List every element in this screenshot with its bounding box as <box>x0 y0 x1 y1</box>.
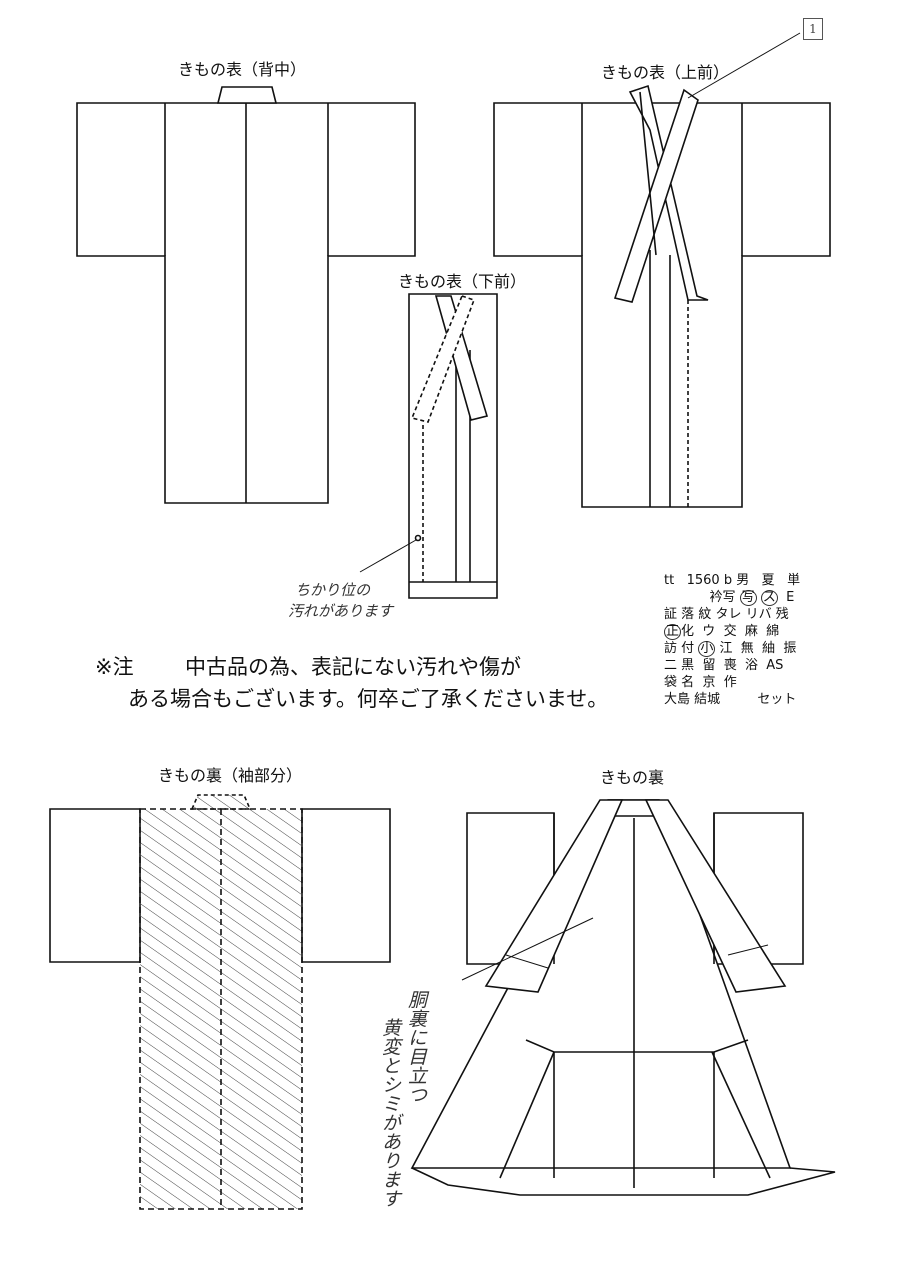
code-row-3: 証 落 紋 タレ リバ 残 <box>664 607 789 622</box>
code-row-7: 袋 名 京 作 <box>664 675 737 690</box>
stain-note-line1: ちかり位の <box>295 581 371 599</box>
code-row-4: 正化 ウ 交 麻 綿 <box>664 624 780 640</box>
label-back: きもの表（背中） <box>178 60 307 79</box>
code-table: tt 1560 b 男 夏 単 衿写 写 ス E 証 落 紋 タレ リバ 残 正… <box>664 572 800 708</box>
code-row-6: 二 黒 留 喪 浴 AS <box>664 658 784 673</box>
kimono-lining-sleeve-diagram <box>50 795 390 1209</box>
stain-note-line2: 汚れがあります <box>288 602 394 620</box>
label-lining-sleeve: きもの裏（袖部分） <box>158 766 303 785</box>
code-row-8: 大島 結城 セット <box>664 692 797 707</box>
circled-mark: ス <box>760 590 778 606</box>
lining-note-col2: 黄変とシミがあります <box>379 1018 401 1208</box>
kimono-lower-front-diagram <box>360 294 497 598</box>
notice-prefix: ※注 <box>95 655 134 679</box>
marker-pointer-line <box>688 33 800 98</box>
code-row-5: 訪 付 小 江 無 紬 振 <box>664 641 797 657</box>
label-lining: きもの裏 <box>600 768 665 787</box>
label-upper-front: きもの表（上前） <box>601 63 730 82</box>
code-row-1: tt 1560 b 男 夏 単 <box>664 573 801 588</box>
label-lower-front: きもの表（下前） <box>398 272 527 291</box>
notice-line1: 中古品の為、表記にない汚れや傷が <box>185 655 521 679</box>
lining-note-col1: 胴裏に目立つ <box>405 990 427 1104</box>
position-marker: 1 <box>803 18 823 40</box>
notice-line2: ある場合もございます。何卒ご了承くださいませ。 <box>128 687 609 711</box>
circled-mark: 正 <box>664 624 682 640</box>
circled-mark: 写 <box>739 590 757 606</box>
circled-mark: 小 <box>698 641 716 657</box>
kimono-lining-open-diagram <box>412 800 835 1195</box>
kimono-upper-front-diagram <box>494 86 830 507</box>
code-row-2: 衿写 写 ス E <box>709 590 795 606</box>
kimono-back-diagram <box>77 87 415 503</box>
